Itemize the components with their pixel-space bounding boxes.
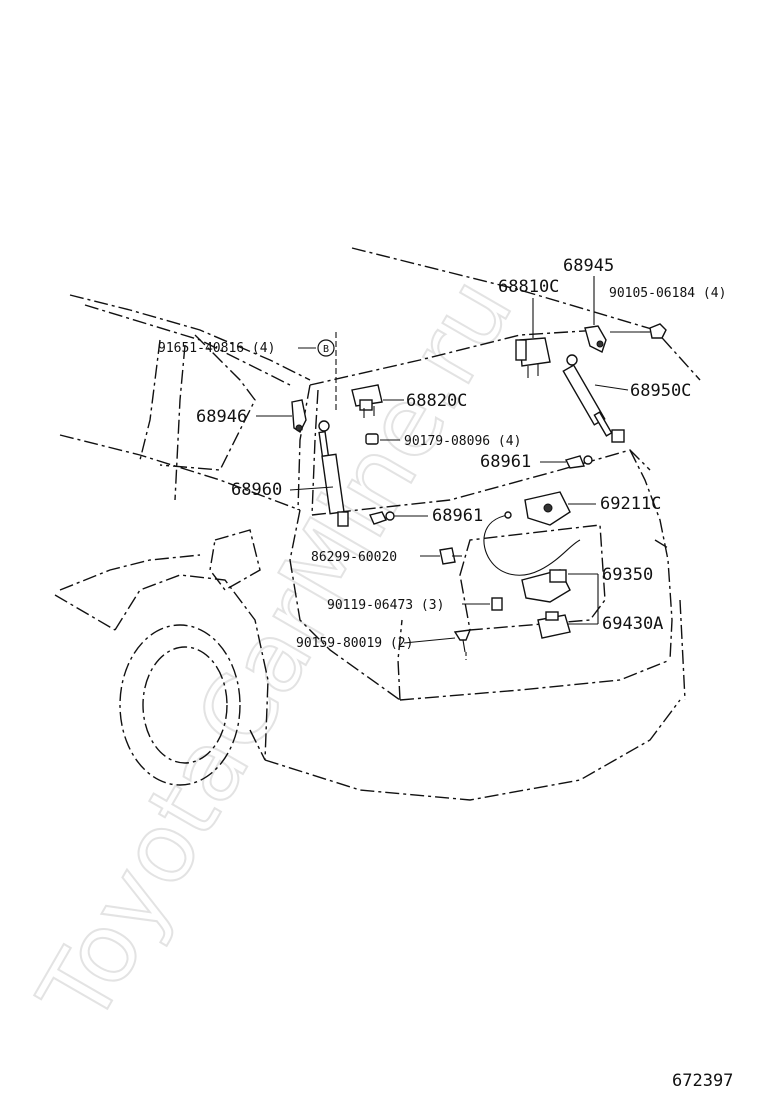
reference-b-label: B xyxy=(323,344,329,355)
callout-90119: 90119-06473 (3) xyxy=(327,598,444,613)
callout-68820c: 68820C xyxy=(406,391,467,411)
callout-68961-upper: 68961 xyxy=(480,452,531,472)
bracket-68946 xyxy=(291,399,307,434)
callout-68961-lower: 68961 xyxy=(432,506,483,526)
hinge-68820c xyxy=(351,384,383,418)
hinge-bracket-68945 xyxy=(584,325,607,353)
callout-90179: 90179-08096 (4) xyxy=(404,434,521,449)
bolt-90119 xyxy=(491,597,503,611)
reference-marker-b: B xyxy=(317,339,335,357)
vehicle-body-outline xyxy=(54,247,701,801)
callout-69350: 69350 xyxy=(602,565,653,585)
lock-69350 xyxy=(521,569,571,603)
callout-86299: 86299-60020 xyxy=(311,550,397,565)
clip-86299 xyxy=(439,547,462,565)
leader-lines xyxy=(256,276,648,660)
callout-69430a: 69430A xyxy=(602,614,663,634)
callout-68950c: 68950C xyxy=(630,381,691,401)
gas-strut-68960 xyxy=(318,420,349,527)
diagram-id: 672397 xyxy=(672,1071,733,1091)
cable xyxy=(483,514,581,576)
callout-68946: 68946 xyxy=(196,407,247,427)
ball-stud-68961-upper xyxy=(564,455,593,469)
callout-68960: 68960 xyxy=(231,480,282,500)
callout-68810c: 68810C xyxy=(498,277,559,297)
callout-91651: 91651-40816 (4) xyxy=(158,341,275,356)
callout-90105: 90105-06184 (4) xyxy=(609,286,726,301)
screw-90159 xyxy=(453,629,472,653)
striker-69430a xyxy=(537,611,571,639)
handle-69211c xyxy=(524,491,571,526)
watermark: ToyotaCarMine.ru xyxy=(17,259,534,1042)
hinge-68810c xyxy=(515,337,551,378)
callout-90159: 90159-80019 (2) xyxy=(296,636,413,651)
callout-68945: 68945 xyxy=(563,256,614,276)
callout-69211c: 69211C xyxy=(600,494,661,514)
nut-90179 xyxy=(365,433,379,445)
gas-strut-68950c xyxy=(562,354,625,443)
